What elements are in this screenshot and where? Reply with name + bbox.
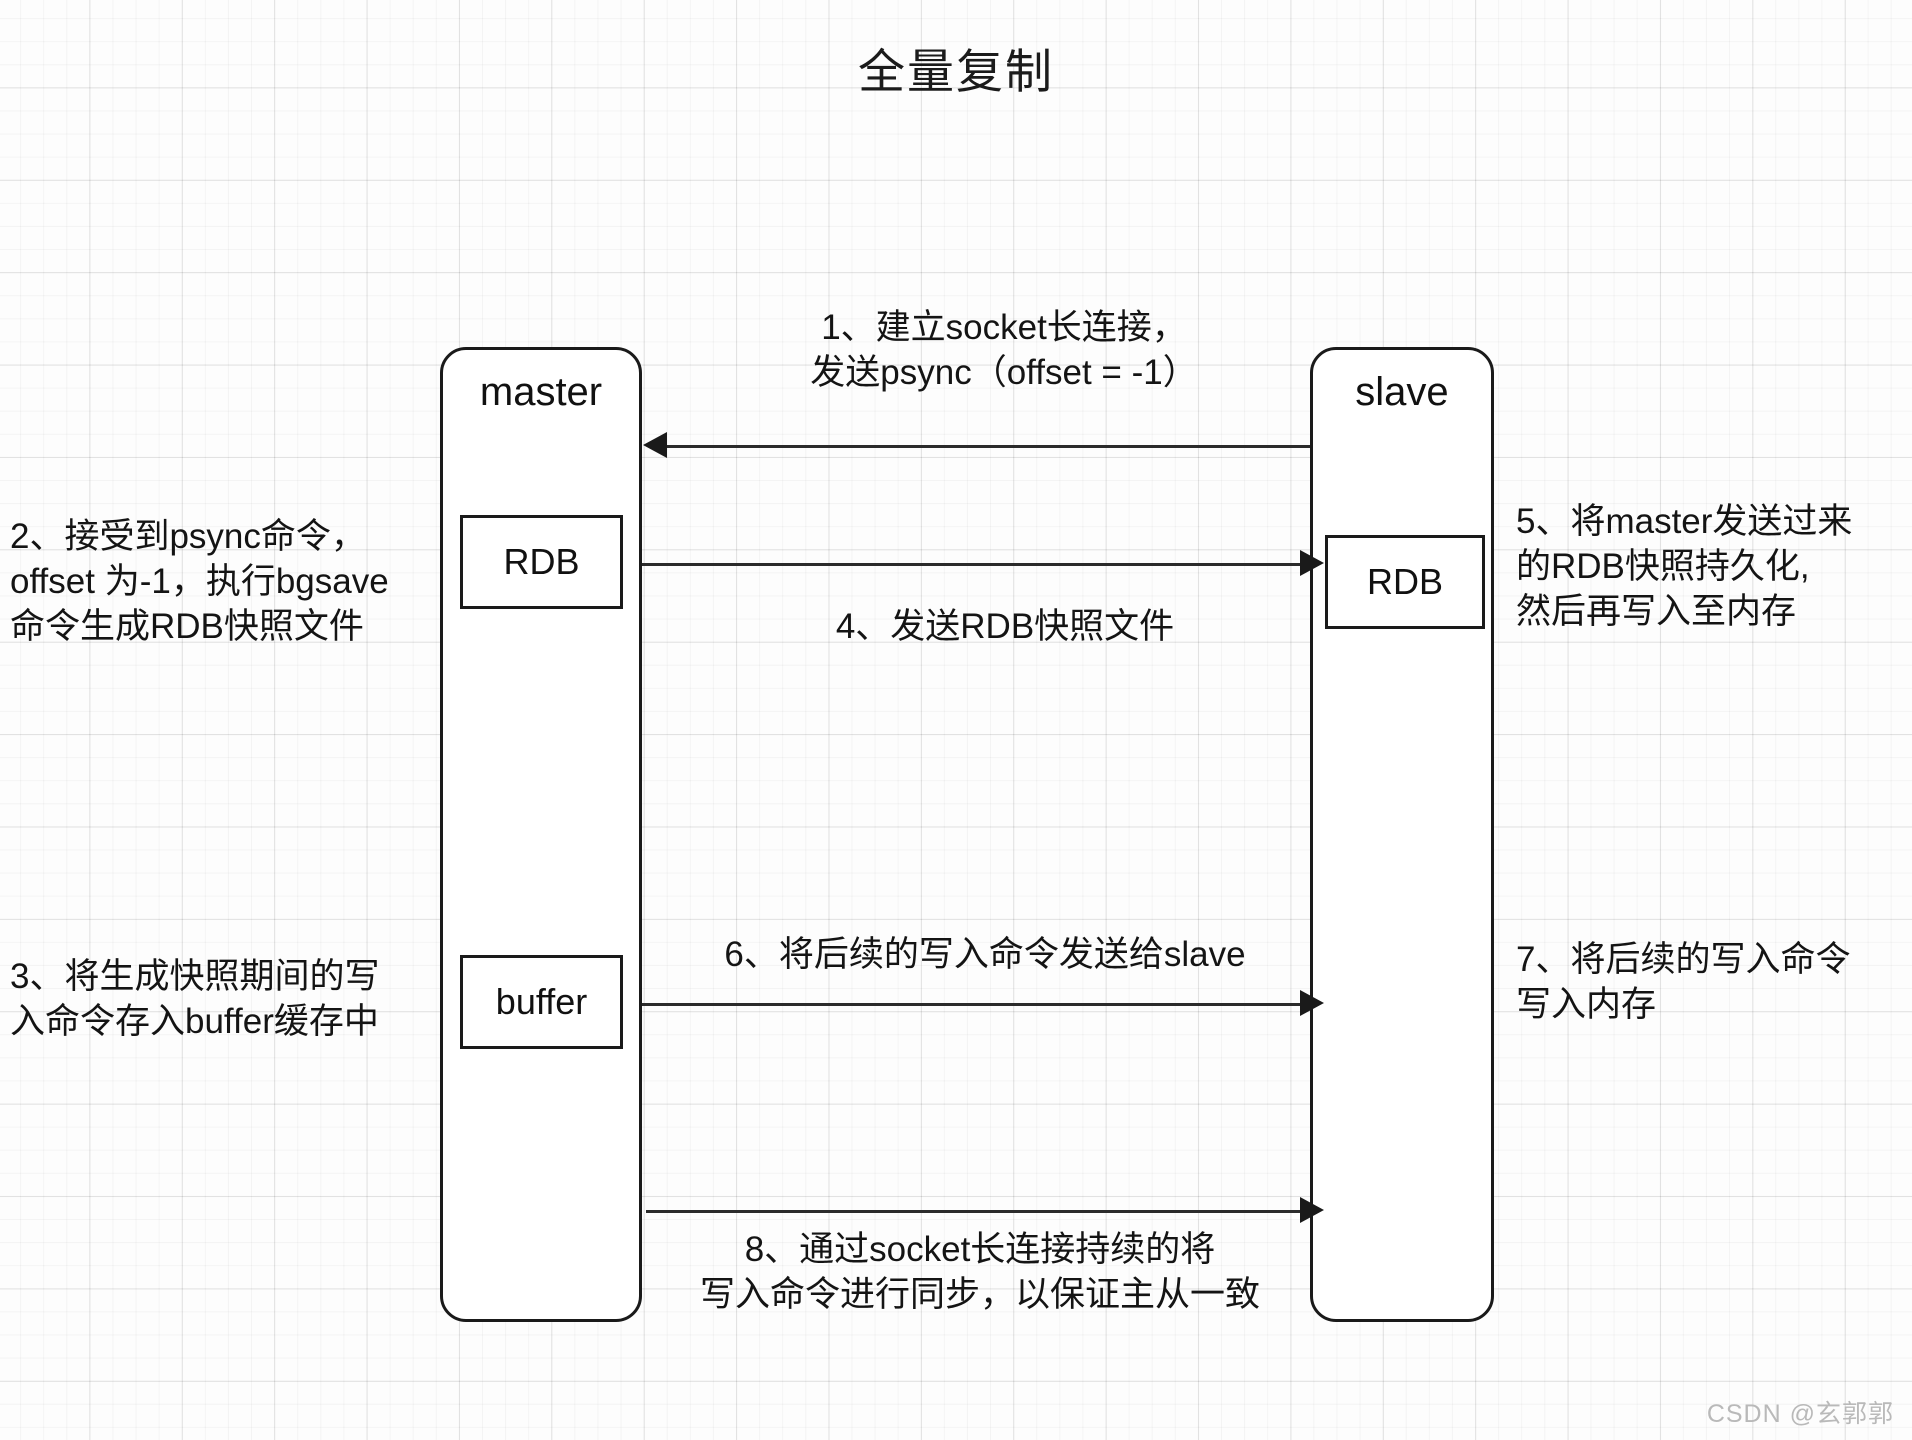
arrow-line-1 — [650, 445, 1490, 448]
node-master: master — [440, 347, 642, 1322]
annotation-step-6: 6、将后续的写入命令发送给slave — [724, 935, 1246, 974]
annotation-step-2: 2、接受到psync命令， offset 为-1，执行bgsave 命令生成RD… — [10, 517, 389, 646]
arrow-line-3 — [620, 1003, 1306, 1006]
annotation-step-8: 8、通过socket长连接持续的将 写入命令进行同步，以保证主从一致 — [699, 1230, 1260, 1314]
arrow-line-4 — [646, 1210, 1306, 1213]
arrow-head-right-icon — [1300, 990, 1324, 1016]
node-master-label: master — [479, 370, 603, 414]
annotation-step-4: 4、发送RDB快照文件 — [835, 607, 1175, 646]
annotation-step-5: 5、将master发送过来 的RDB快照持久化, 然后再写入至内存 — [1516, 502, 1853, 631]
slave-rdb-box: RDB — [1325, 535, 1485, 629]
node-slave-label: slave — [1355, 370, 1449, 414]
annotation-step-1: 1、建立socket长连接， 发送psync（offset = -1） — [810, 308, 1198, 392]
annotation-step-3: 3、将生成快照期间的写 入命令存入buffer缓存中 — [10, 957, 380, 1041]
arrow-head-right-icon — [1300, 1197, 1324, 1223]
annotation-step-7: 7、将后续的写入命令 写入内存 — [1516, 940, 1851, 1024]
arrow-head-right-icon — [1300, 550, 1324, 576]
master-buffer-box: buffer — [460, 955, 623, 1049]
node-slave: slave — [1310, 347, 1494, 1322]
arrow-head-left-icon — [643, 432, 667, 458]
watermark: CSDN @玄郭郭 — [1706, 1400, 1894, 1428]
arrow-line-2 — [620, 563, 1306, 566]
master-rdb-box: RDB — [460, 515, 623, 609]
page-title: 全量复制 — [858, 45, 1054, 98]
